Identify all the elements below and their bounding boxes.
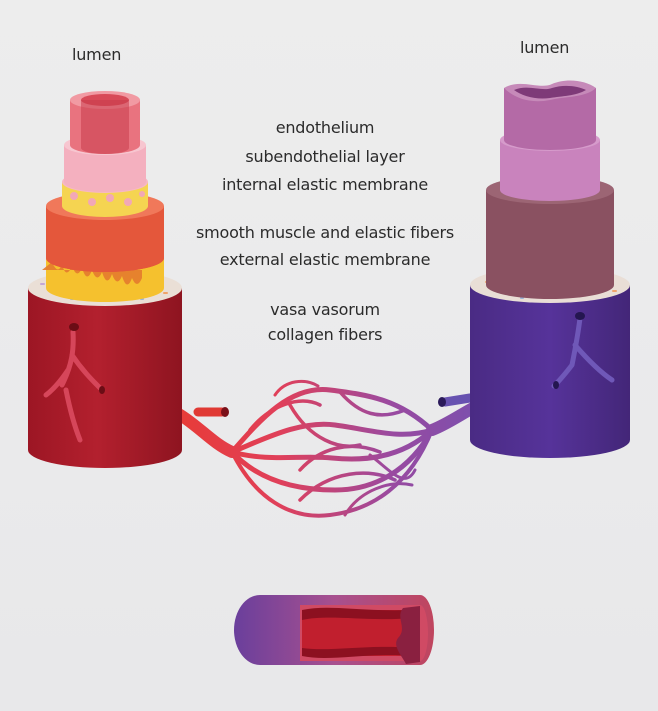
venule-branch [438,393,475,407]
layer-label-external-elastic: external elastic membrane [219,250,431,269]
vein-layers [470,80,630,458]
layer-label-internal-elastic: internal elastic membrane [221,175,429,194]
lumen-label-right: lumen [520,38,570,57]
layer-label-smooth-muscle: smooth muscle and elastic fibers [195,223,455,242]
layer-label-collagen: collagen fibers [267,325,383,344]
arteriole-branch [193,407,229,417]
layer-label-vasa-vasorum: vasa vasorum [270,300,380,319]
vessel-tube [234,595,434,665]
artery-layers [28,91,182,468]
lumen-label-left: lumen [72,45,122,64]
layer-label-subendothelial: subendothelial layer [245,147,405,166]
layer-label-endothelium: endothelium [275,118,375,137]
